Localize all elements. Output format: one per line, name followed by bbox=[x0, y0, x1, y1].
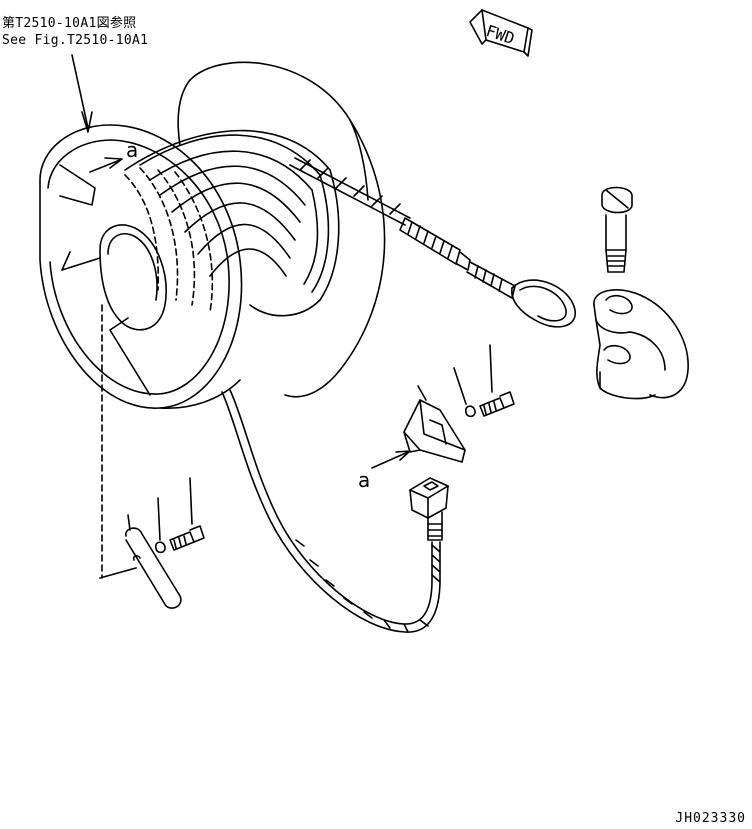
mounting-bracket bbox=[403, 385, 466, 463]
drawing-number: JH023330 bbox=[675, 811, 746, 826]
reference-note-japanese: 第T2510-10A1図参照 bbox=[2, 16, 137, 31]
shackle-pin bbox=[601, 186, 633, 273]
clip-bolt bbox=[154, 477, 205, 554]
cable-clip bbox=[99, 514, 182, 609]
bracket-bolt bbox=[453, 344, 515, 418]
callout-top-arrow bbox=[89, 157, 123, 173]
connector-plug bbox=[409, 477, 449, 541]
reference-leader bbox=[71, 54, 93, 133]
fwd-arrow-icon: FWD bbox=[469, 9, 533, 57]
callout-a-bottom: a bbox=[358, 468, 371, 492]
cable-lead bbox=[221, 389, 441, 633]
shackle-bracket bbox=[593, 289, 689, 400]
callout-a-top: a bbox=[126, 138, 139, 162]
fwd-label: FWD bbox=[484, 21, 517, 48]
callout-bottom-arrow bbox=[371, 450, 411, 469]
eye-loop bbox=[510, 279, 576, 328]
cable-end-eye bbox=[289, 157, 576, 328]
cable-reel bbox=[39, 61, 386, 576]
drum-hub bbox=[99, 224, 167, 331]
reference-note-english: See Fig.T2510-10A1 bbox=[2, 33, 149, 48]
front-flange bbox=[39, 124, 243, 409]
